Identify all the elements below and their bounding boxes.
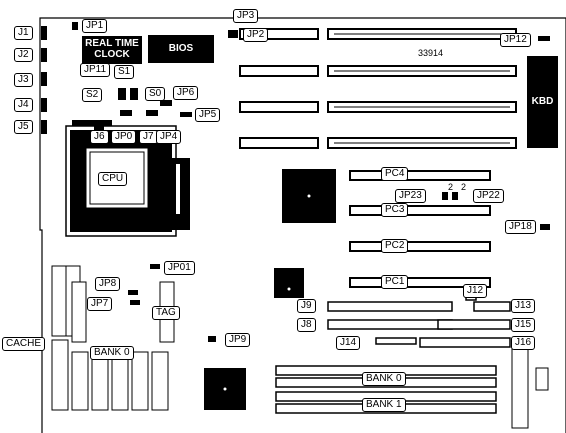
board-outline [39,17,566,433]
jp23-pin-mark: 2 [448,182,454,192]
j3-label: J3 [14,73,33,87]
j6-label: J6 [90,130,109,144]
j7-label: J7 [139,130,158,144]
jp7-label: JP7 [87,297,113,311]
j13-label: J13 [511,299,536,313]
pc1-label: PC1 [381,275,409,289]
jp11-label: JP11 [80,63,111,77]
jp1-label: JP1 [82,19,108,33]
pci-slots [349,170,491,288]
jumper-blocks [72,22,550,342]
rtc-label-line1: REAL TIME [85,38,139,49]
jp6-label: JP6 [173,86,199,100]
jp01-label: JP01 [164,261,195,275]
j8-label: J8 [297,318,316,332]
cache-label: CACHE [2,337,46,351]
edge-connectors [41,26,47,134]
j12-label: J12 [463,284,488,298]
chipset-dots [223,194,311,391]
jp5-label: JP5 [195,108,221,122]
bios-label: BIOS [168,43,194,54]
j2-label: J2 [14,48,33,62]
s0-label: S0 [145,87,166,101]
jp22-label: JP22 [473,189,504,203]
s1-label: S1 [114,65,135,79]
cache-chips [51,265,175,411]
rtc-chip [82,36,142,64]
tag-label: TAG [152,306,180,320]
jp2-label: JP2 [243,28,269,42]
jp9-label: JP9 [225,333,251,347]
j9-label: J9 [297,299,316,313]
j14-label: J14 [336,336,361,350]
rtc-label-line2: CLOCK [94,49,130,60]
right-connector [511,337,549,429]
jp4-label: JP4 [156,130,182,144]
header-connectors [327,293,511,348]
isa-slots [327,28,517,149]
jp3-label: JP3 [233,9,259,23]
jp22-pin-mark: 2 [461,182,467,192]
isa-slot-inner [334,33,510,144]
bios-chip [148,35,214,63]
j15-label: J15 [511,318,536,332]
j4-label: J4 [14,98,33,112]
pc4-label: PC4 [381,167,409,181]
j5-label: J5 [14,120,33,134]
jp23-label: JP23 [395,189,426,203]
jp18-label: JP18 [505,220,536,234]
jp12-label: JP12 [500,33,531,47]
cpu-label: CPU [98,172,128,186]
pc3-label: PC3 [381,203,409,217]
short-slots [239,28,319,149]
simm-bank0-label: BANK 0 [362,372,406,386]
cache-bank0-label: BANK 0 [90,346,134,360]
jp8-label: JP8 [95,277,121,291]
keyboard-connector [527,56,558,148]
board-id: 33914 [418,48,444,58]
j1-label: J1 [14,26,33,40]
jp0-label: JP0 [111,130,137,144]
j16-label: J16 [511,336,536,350]
kbd-label: KBD [531,96,554,107]
pc2-label: PC2 [381,239,409,253]
simm-bank1-label: BANK 1 [362,398,406,412]
s2-label: S2 [82,88,103,102]
